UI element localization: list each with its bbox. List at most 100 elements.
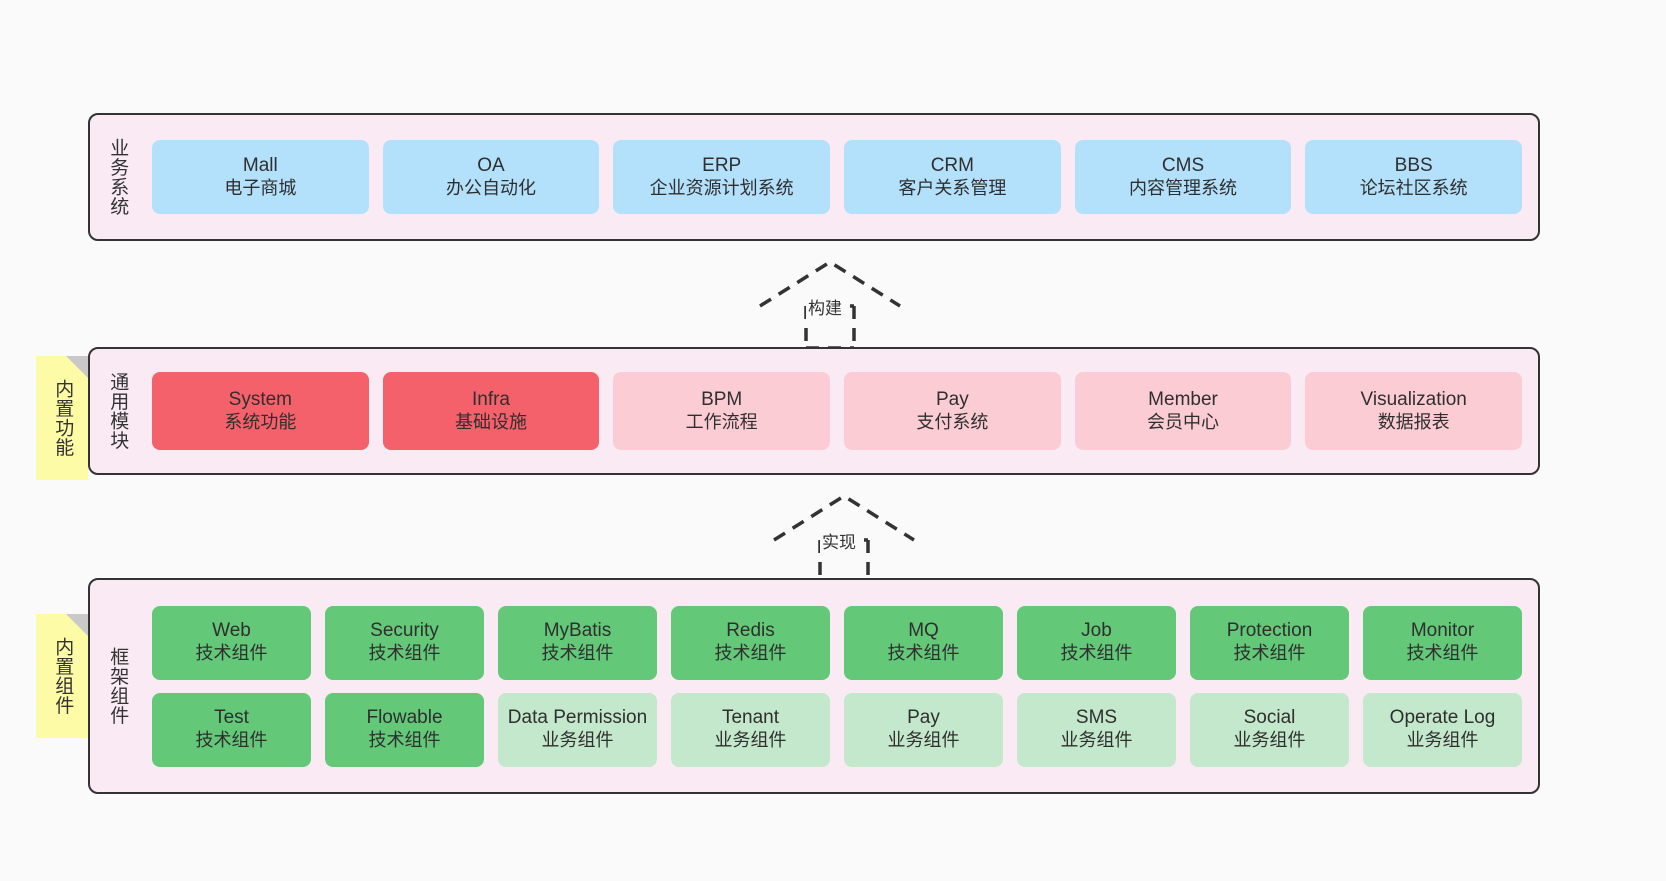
node-label-en: Redis [726, 620, 775, 642]
node-security[interactable]: Security 技术组件 [325, 605, 484, 680]
node-label-en: CRM [930, 154, 974, 176]
layer-body-common-module: System 系统功能 Infra 基础设施 BPM 工作流程 Pay 支付系统… [144, 349, 1538, 473]
node-label-cn: 业务组件 [714, 730, 787, 751]
node-label-en: Tenant [721, 707, 780, 729]
node-mq[interactable]: MQ 技术组件 [844, 605, 1003, 680]
node-row: System 系统功能 Infra 基础设施 BPM 工作流程 Pay 支付系统… [152, 372, 1523, 450]
layer-title-business-system: 业务系统 [107, 138, 129, 216]
node-row: Web 技术组件 Security 技术组件 MyBatis 技术组件 Redi… [152, 605, 1522, 680]
node-label-en: System [228, 388, 293, 410]
node-label-cn: 工作流程 [685, 411, 758, 432]
node-label-en: Protection [1226, 620, 1313, 642]
layer-framework-component: 框架组件 Web 技术组件 Security 技术组件 MyBatis 技术组件… [88, 578, 1540, 794]
node-label-en: Monitor [1410, 620, 1475, 642]
node-label-cn: 基础设施 [455, 411, 527, 432]
node-protection[interactable]: Protection 技术组件 [1190, 605, 1349, 680]
node-label-cn: 数据报表 [1377, 411, 1450, 432]
node-label-cn: 论坛社区系统 [1359, 177, 1468, 198]
node-label-en: Flowable [366, 707, 443, 729]
node-label-en: Infra [471, 388, 511, 410]
node-test[interactable]: Test 技术组件 [152, 692, 311, 767]
node-label-en: BPM [701, 388, 743, 410]
node-label-en: Operate Log [1389, 707, 1496, 729]
layer-business-system: 业务系统 Mall 电子商城 OA 办公自动化 ERP 企业资源计划系统 CRM… [88, 113, 1540, 241]
layer-title-framework-component: 框架组件 [107, 647, 129, 725]
node-sms[interactable]: SMS 业务组件 [1017, 692, 1176, 767]
node-crm[interactable]: CRM 客户关系管理 [844, 140, 1061, 214]
node-label-cn: 技术组件 [195, 730, 268, 751]
node-label-cn: 技术组件 [887, 643, 960, 664]
node-cms[interactable]: CMS 内容管理系统 [1074, 140, 1292, 214]
layer-body-framework-component: Web 技术组件 Security 技术组件 MyBatis 技术组件 Redi… [144, 580, 1538, 792]
node-oa[interactable]: OA 办公自动化 [382, 140, 600, 214]
node-label-cn: 技术组件 [1233, 643, 1306, 664]
node-operate-log[interactable]: Operate Log 业务组件 [1363, 692, 1522, 767]
node-job[interactable]: Job 技术组件 [1017, 605, 1176, 680]
layer-title-common-module: 通用模块 [107, 372, 129, 450]
node-label-en: Web [212, 620, 251, 642]
node-bbs[interactable]: BBS 论坛社区系统 [1305, 140, 1523, 214]
node-label-cn: 技术组件 [195, 643, 268, 664]
node-infra[interactable]: Infra 基础设施 [382, 372, 600, 450]
node-label-cn: 业务组件 [541, 730, 614, 751]
node-system[interactable]: System 系统功能 [152, 372, 369, 450]
node-label-en: Mall [242, 154, 278, 176]
node-label-cn: 业务组件 [887, 730, 960, 751]
node-label-en: Visualization [1360, 388, 1467, 410]
node-label-cn: 客户关系管理 [898, 177, 1007, 198]
node-label-en: Member [1148, 388, 1218, 410]
node-row: Mall 电子商城 OA 办公自动化 ERP 企业资源计划系统 CRM 客户关系… [152, 140, 1523, 214]
node-web[interactable]: Web 技术组件 [152, 605, 311, 680]
node-pay-business[interactable]: Pay 业务组件 [844, 692, 1003, 767]
node-label-cn: 内容管理系统 [1129, 177, 1238, 198]
node-label-en: Test [214, 707, 249, 729]
node-label-cn: 办公自动化 [446, 177, 536, 198]
node-label-cn: 电子商城 [224, 177, 297, 198]
node-label-en: Data Permission [507, 707, 648, 729]
node-label-cn: 业务组件 [1406, 730, 1479, 751]
node-label-en: Social [1243, 707, 1296, 729]
node-visualization[interactable]: Visualization 数据报表 [1305, 372, 1523, 450]
sticky-note-builtin-features: 内置功能 [36, 356, 88, 480]
node-label-cn: 技术组件 [1406, 643, 1479, 664]
node-label-en: Job [1081, 620, 1112, 642]
node-label-cn: 企业资源计划系统 [649, 177, 794, 198]
node-label-cn: 技术组件 [1060, 643, 1133, 664]
node-label-en: ERP [702, 154, 742, 176]
node-label-cn: 技术组件 [541, 643, 614, 664]
node-label-en: SMS [1075, 707, 1118, 729]
node-label-en: MQ [908, 620, 939, 642]
node-redis[interactable]: Redis 技术组件 [671, 605, 830, 680]
node-bpm[interactable]: BPM 工作流程 [613, 372, 831, 450]
node-pay[interactable]: Pay 支付系统 [844, 372, 1061, 450]
connector-build-label: 构建 [806, 294, 844, 319]
node-erp[interactable]: ERP 企业资源计划系统 [613, 140, 831, 214]
connector-implement: 实现 [773, 492, 915, 584]
node-mall[interactable]: Mall 电子商城 [152, 140, 369, 214]
node-tenant[interactable]: Tenant 业务组件 [671, 692, 830, 767]
sticky-note-builtin-components: 内置组件 [36, 614, 88, 738]
node-data-permission[interactable]: Data Permission 业务组件 [498, 692, 657, 767]
node-label-en: CMS [1161, 154, 1205, 176]
node-monitor[interactable]: Monitor 技术组件 [1363, 605, 1522, 680]
node-label-cn: 业务组件 [1233, 730, 1306, 751]
connector-implement-label: 实现 [820, 528, 858, 553]
node-label-en: Security [370, 620, 439, 642]
node-label-cn: 技术组件 [368, 730, 441, 751]
node-label-cn: 业务组件 [1060, 730, 1133, 751]
node-member[interactable]: Member 会员中心 [1074, 372, 1292, 450]
node-label-cn: 技术组件 [368, 643, 441, 664]
node-row: Test 技术组件 Flowable 技术组件 Data Permission … [152, 692, 1522, 767]
layer-common-module: 通用模块 System 系统功能 Infra 基础设施 BPM 工作流程 Pay… [88, 347, 1540, 475]
layer-body-business-system: Mall 电子商城 OA 办公自动化 ERP 企业资源计划系统 CRM 客户关系… [144, 115, 1538, 239]
node-mybatis[interactable]: MyBatis 技术组件 [498, 605, 657, 680]
node-label-cn: 技术组件 [714, 643, 787, 664]
node-label-en: Pay [935, 388, 969, 410]
node-label-cn: 系统功能 [224, 411, 297, 432]
node-flowable[interactable]: Flowable 技术组件 [325, 692, 484, 767]
node-label-en: Pay [907, 707, 940, 729]
node-label-cn: 会员中心 [1147, 411, 1220, 432]
node-label-en: MyBatis [543, 620, 612, 642]
node-social[interactable]: Social 业务组件 [1190, 692, 1349, 767]
